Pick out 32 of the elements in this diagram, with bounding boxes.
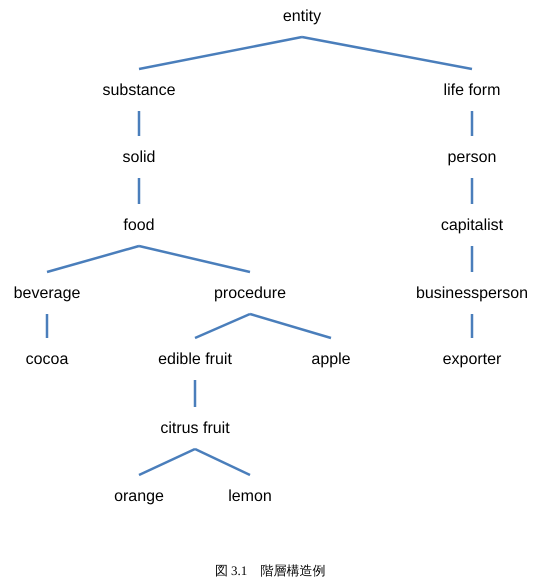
term-label: entity [237,0,367,37]
tree-line [138,36,302,70]
tree-line [302,36,472,70]
term-label: substance [74,69,204,111]
term-label: citrus fruit [130,407,260,449]
term-label: apple [266,338,396,380]
tree-line [138,178,140,204]
term-label: food [74,204,204,246]
tree-line [194,380,196,407]
term-label: person [407,136,537,178]
tree-line [194,312,250,340]
figure-caption: 図 3.1 階層構造例 [214,562,326,580]
term-label: businessperson [407,272,537,314]
tree-line [470,246,474,272]
tree-line [46,244,140,274]
tree-line [138,244,250,274]
term-label: life form [407,69,537,111]
term-label: exporter [407,338,537,380]
tree-line [194,448,251,476]
tree-line [250,312,332,340]
term-label: procedure [185,272,315,314]
tree-line [470,111,474,136]
term-label: capitalist [407,204,537,246]
term-label: beverage [0,272,112,314]
term-label: cocoa [0,338,112,380]
tree-line [470,314,474,338]
tree-line [470,178,474,204]
tree-line [138,111,140,136]
term-label: solid [74,136,204,178]
term-label: edible fruit [130,338,260,380]
tree-line [138,448,196,476]
tree-line [46,314,48,338]
